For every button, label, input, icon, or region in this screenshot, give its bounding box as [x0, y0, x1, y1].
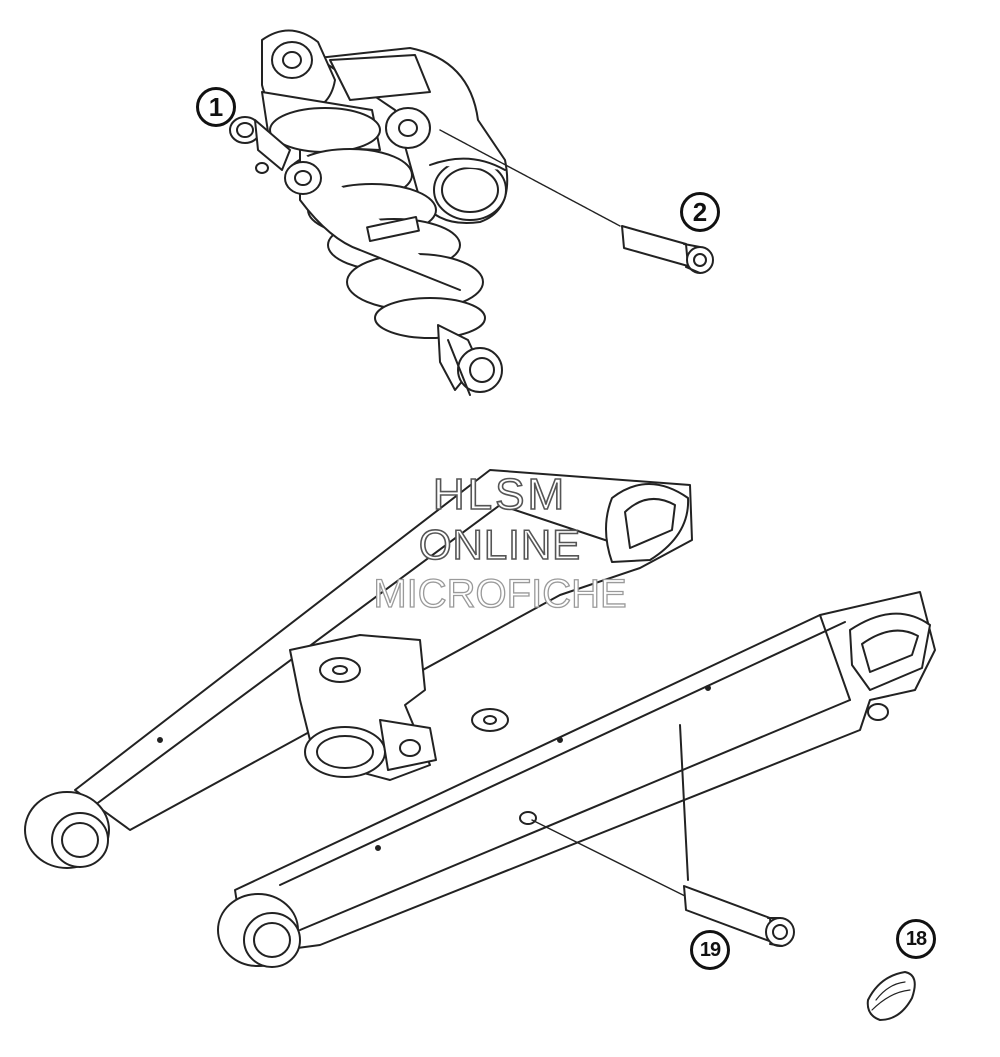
chain-slider-cap — [866, 971, 916, 1021]
leader-line-2 — [439, 129, 621, 227]
swingarm — [24, 469, 936, 968]
swingarm-pivot-bolt — [683, 885, 795, 947]
callout-19: 19 — [690, 930, 730, 970]
callout-1: 1 — [196, 87, 236, 127]
watermark-line-2: ONLINE — [418, 520, 582, 569]
shock-mounting-bolt — [621, 225, 714, 274]
watermark-line-3: MICROFICHE — [373, 571, 628, 616]
callout-2: 2 — [680, 192, 720, 232]
leader-line-19 — [531, 819, 686, 897]
shock-absorber — [229, 29, 509, 396]
callout-18-label: 18 — [905, 928, 927, 950]
callout-18: 18 — [896, 919, 936, 959]
callout-2-label: 2 — [692, 197, 708, 227]
callout-1-label: 1 — [208, 92, 224, 122]
watermark-line-1: HLSM — [432, 469, 568, 520]
callout-19-label: 19 — [699, 939, 721, 961]
